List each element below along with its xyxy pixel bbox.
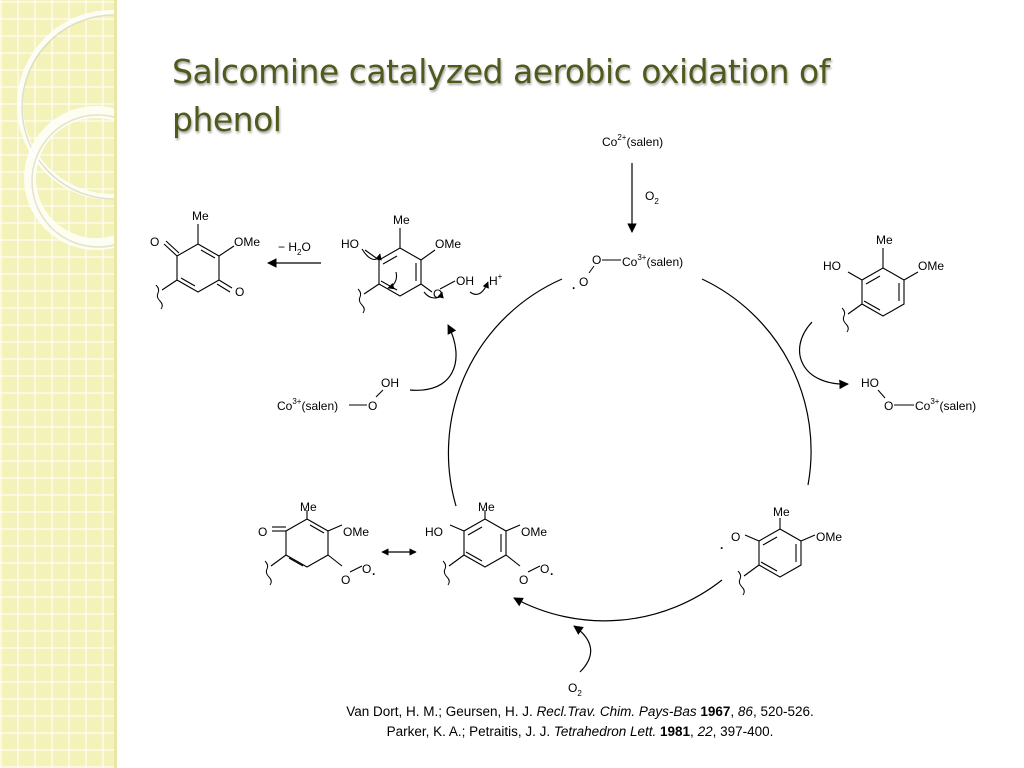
hydroperoxide-o: O xyxy=(433,287,442,301)
hydroperoxo-complex-left: Co3+(salen) O OH xyxy=(277,376,399,413)
svg-text:Co2+(salen): Co2+(salen) xyxy=(602,133,663,149)
phenoxyl-ome: OMe xyxy=(816,530,842,544)
resonance-o1: O xyxy=(341,573,350,587)
peroxyl-radical-dot: · xyxy=(550,567,554,581)
peroxyl-me: Me xyxy=(478,500,495,514)
hydroperoxide-ho: HO xyxy=(341,237,359,251)
svg-text:·: · xyxy=(572,281,576,295)
hydroperoxide-oh: OH xyxy=(456,274,474,288)
reference-1: Van Dort, H. M.; Geursen, H. J. Recl.Tra… xyxy=(346,704,814,719)
peroxyl-ho: HO xyxy=(425,525,443,539)
peroxyl-resonance-form xyxy=(264,510,363,586)
peroxyl-o2: O xyxy=(540,562,549,576)
hydrogen-transfer-arrow xyxy=(409,324,457,391)
peroxyl-o1: O xyxy=(519,573,528,587)
quinone-me: Me xyxy=(192,209,209,223)
quinone-o-top: O xyxy=(150,235,159,249)
water-loss-label: − H2O xyxy=(278,240,311,257)
reference-2: Parker, K. A.; Petraitis, J. J. Tetrahed… xyxy=(386,724,774,739)
phenoxyl-radical xyxy=(737,518,816,596)
peroxyl-ome: OMe xyxy=(521,525,547,539)
resonance-me: Me xyxy=(300,500,317,514)
svg-text:OH: OH xyxy=(381,376,399,390)
o2-bottom-label: O2 xyxy=(568,681,582,698)
slide-title: Salcomine catalyzed aerobic oxidation of… xyxy=(172,48,932,144)
proton-label: H+ xyxy=(489,272,503,288)
svg-text:O: O xyxy=(368,399,377,413)
hydroperoxide-ome: OMe xyxy=(435,237,461,251)
phenol-me: Me xyxy=(876,233,893,247)
catalytic-cycle xyxy=(447,278,812,622)
svg-text:HO: HO xyxy=(861,376,879,390)
resonance-radical-dot: · xyxy=(372,567,376,581)
resonance-o2: O xyxy=(362,562,371,576)
o2-entry-arrow xyxy=(573,625,592,673)
title-line-1: Salcomine catalyzed aerobic oxidation of xyxy=(172,52,830,91)
phenoxyl-me: Me xyxy=(773,505,790,519)
peroxyl-radical xyxy=(442,510,541,586)
sidebar-rings xyxy=(17,10,114,250)
svg-text:O: O xyxy=(592,253,601,267)
quinone-o-bottom: O xyxy=(235,285,244,299)
svg-text:O: O xyxy=(884,399,893,413)
resonance-o-keto: O xyxy=(258,525,267,539)
superoxo-complex: O O · Co3+(salen) xyxy=(572,253,683,295)
decorative-sidebar xyxy=(0,0,114,768)
phenol-substrate xyxy=(841,248,919,333)
resonance-ome: OMe xyxy=(343,525,369,539)
references: Van Dort, H. M.; Geursen, H. J. Recl.Tra… xyxy=(250,702,910,742)
hydrogen-abstraction-arrow xyxy=(798,321,849,390)
svg-text:O: O xyxy=(579,275,588,289)
phenol-ome: OMe xyxy=(918,259,944,273)
o2-top-label: O2 xyxy=(645,189,659,206)
hydroperoxide-me: Me xyxy=(393,213,410,227)
svg-text:Co3+(salen): Co3+(salen) xyxy=(277,397,338,413)
title-line-2: phenol xyxy=(172,100,282,139)
phenoxyl-radical-dot: · xyxy=(720,541,724,555)
hydroperoxide-intermediate xyxy=(357,228,489,314)
svg-text:Co3+(salen): Co3+(salen) xyxy=(622,253,683,269)
quinone-product xyxy=(155,224,235,310)
svg-text:Co3+(salen): Co3+(salen) xyxy=(915,397,976,413)
quinone-ome: OMe xyxy=(234,235,260,249)
catalyst-label: Co2+(salen) xyxy=(602,133,663,149)
hydroperoxo-complex-right: HO O Co3+(salen) xyxy=(861,376,976,413)
sidebar-edge xyxy=(114,0,117,768)
phenol-ho: HO xyxy=(823,259,841,273)
phenoxyl-o: O xyxy=(731,530,740,544)
